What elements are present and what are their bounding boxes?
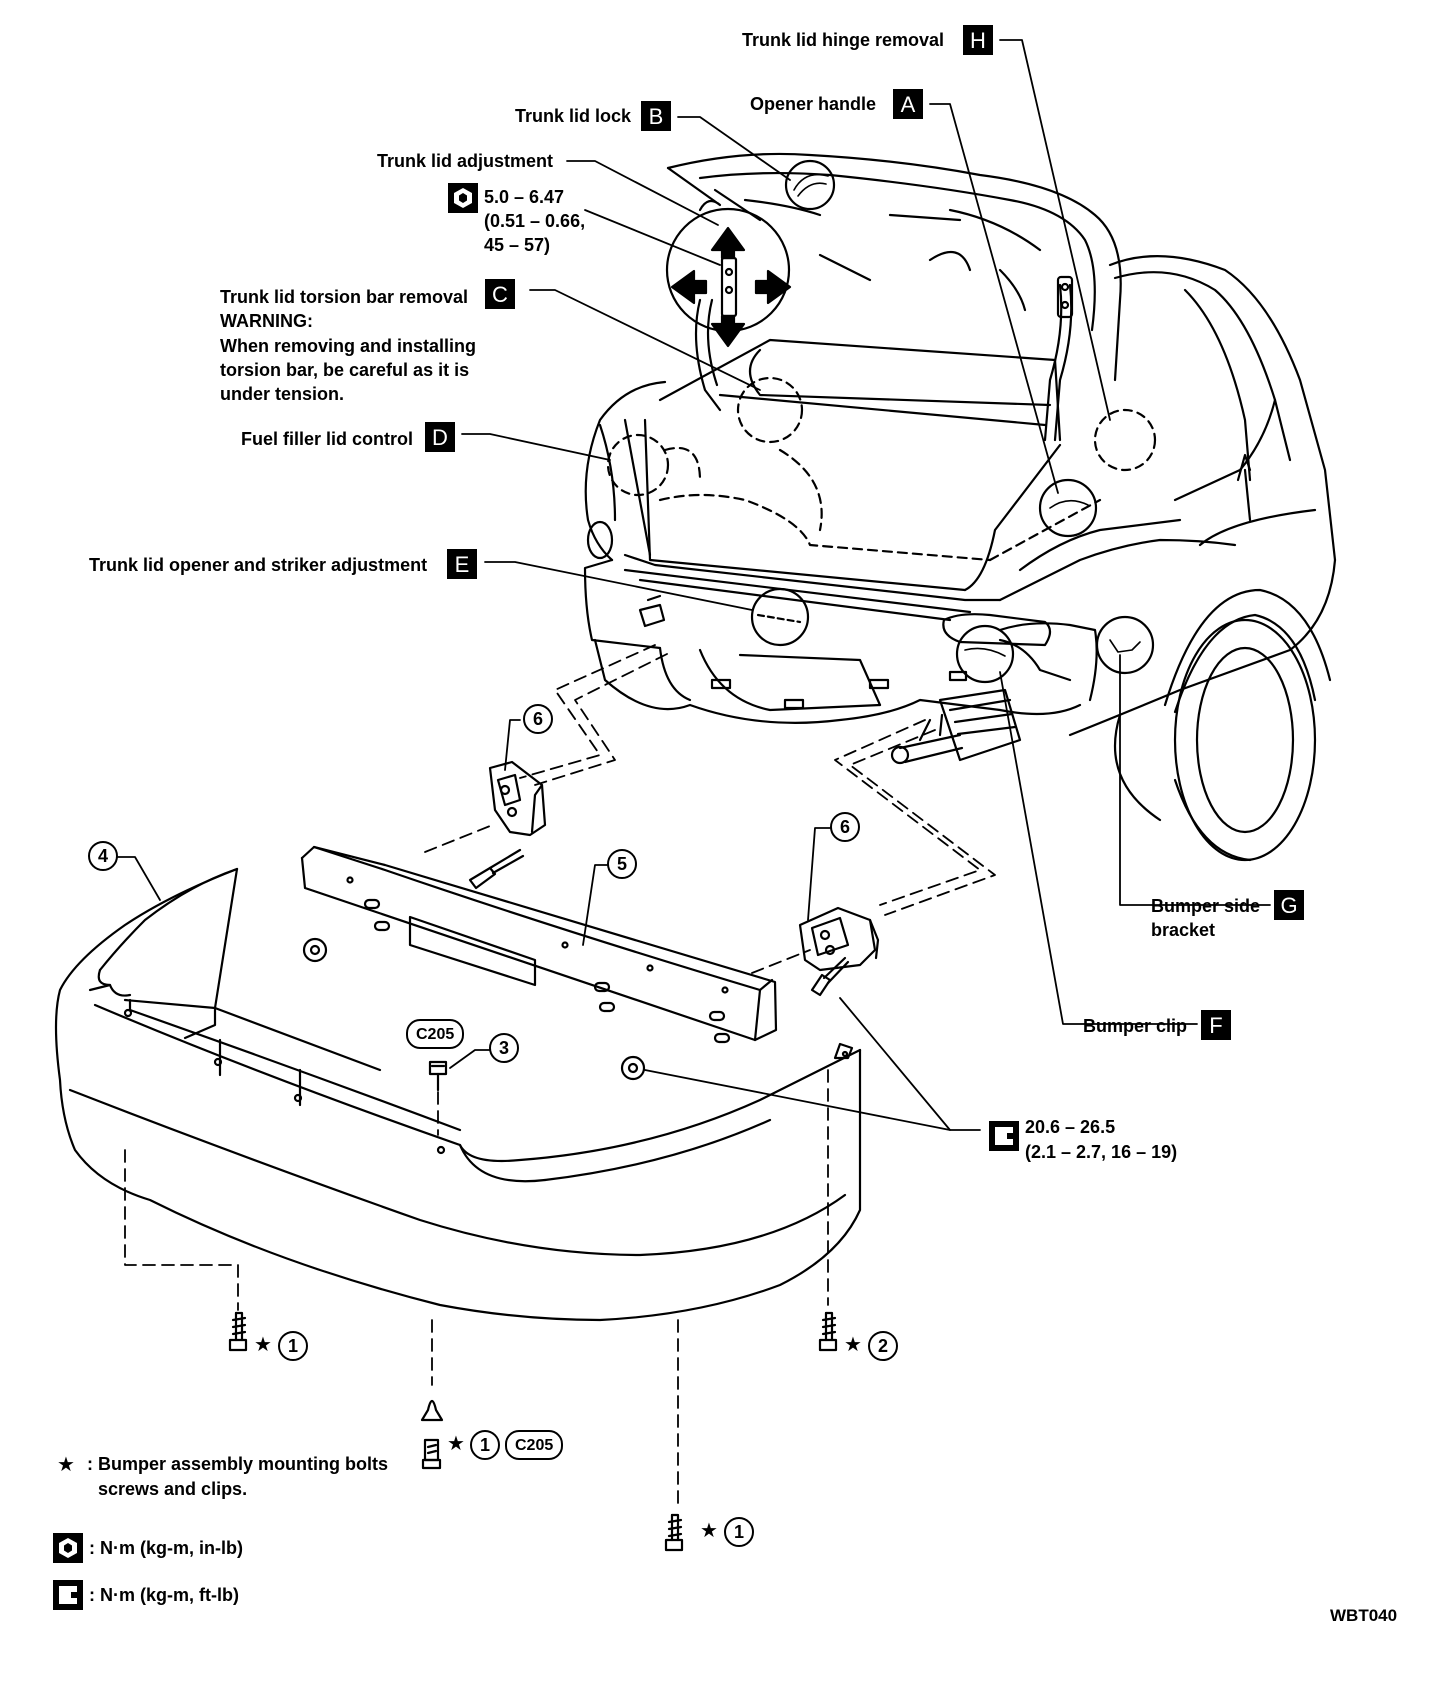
clip-code-badge-bottom: C205 [505,1430,564,1460]
detail-circles [606,159,1157,684]
part-number-3: 3 [489,1033,519,1063]
legend-torque-inlb: : N·m (kg-m, in-lb) [89,1538,243,1558]
torque-symbols [53,183,1019,1610]
assembly-guide-lines [124,644,996,1506]
warning-line3: under tension. [220,384,345,404]
warning-title: WARNING: [220,311,313,331]
part-number-6-left: 6 [523,704,553,734]
callout-c-label: Trunk lid torsion bar removal [220,287,469,307]
torque-inlb-legend-icon [53,1533,83,1563]
part-number-5: 5 [607,849,637,879]
callout-e-badge: E [447,549,477,579]
legend-torque-ftlb: : N·m (kg-m, ft-lb) [89,1585,239,1605]
trunk-lid-adjustment-label: Trunk lid adjustment [377,151,554,171]
callout-g-badge: G [1274,890,1304,920]
torque-adjust-line2: (0.51 – 0.66, [484,211,586,231]
leader-lines [116,39,1271,1131]
warning-line2: torsion bar, be careful as it is [220,360,470,380]
torque-adjust-line1: 5.0 – 6.47 [484,187,565,207]
callout-d-badge: D [425,422,455,452]
clip-code-badge: C205 [406,1019,465,1049]
part-number-1-c: 1 [724,1517,754,1547]
part-number-1-b: 1 [470,1430,500,1460]
star-marker-1a: ★ [254,1334,272,1356]
callout-g-label-line2: bracket [1151,920,1216,940]
callout-c-badge: C [485,279,515,309]
star-marker-1b: ★ [447,1433,465,1455]
callout-f-label: Bumper clip [1083,1016,1188,1036]
legend-star-text-line2: screws and clips. [98,1479,248,1499]
torque-ftlb-icon [989,1121,1019,1151]
torque2-line1: 20.6 – 26.5 [1025,1117,1116,1137]
figure-code: WBT040 [1330,1606,1398,1625]
star-marker-1c: ★ [700,1520,718,1542]
callout-d-label: Fuel filler lid control [241,429,414,449]
callout-f-badge: F [1201,1010,1231,1040]
callout-h-label: Trunk lid hinge removal [742,30,945,50]
callout-a-badge: A [893,89,923,119]
bumper-reinforcement [300,845,778,1044]
torque-inlb-icon [448,183,478,213]
part-number-4: 4 [88,841,118,871]
part-number-6-right: 6 [830,812,860,842]
callout-h-badge: H [963,25,993,55]
bumper-brackets [488,760,880,972]
legend-star-text-line1: : Bumper assembly mounting bolts [87,1454,389,1474]
legend-star: ★ [57,1454,75,1476]
part-number-2: 2 [868,1331,898,1361]
bumper-fascia [54,867,862,1322]
car-body-outline [583,255,1337,862]
part-number-1-a: 1 [278,1331,308,1361]
callout-b-label: Trunk lid lock [515,106,632,126]
callout-a-label: Opener handle [750,94,877,114]
star-marker-2: ★ [844,1334,862,1356]
callout-e-label: Trunk lid opener and striker adjustment [89,555,428,575]
trunk-lid [666,152,1122,442]
fasteners [228,848,850,1552]
callout-b-badge: B [641,101,671,131]
torque-adjust-line3: 45 – 57) [484,235,551,255]
torque2-line2: (2.1 – 2.7, 16 – 19) [1025,1142,1178,1162]
callout-g-label-line1: Bumper side [1151,896,1261,916]
torque-ftlb-legend-icon [53,1580,83,1610]
warning-line1: When removing and installing [220,336,477,356]
